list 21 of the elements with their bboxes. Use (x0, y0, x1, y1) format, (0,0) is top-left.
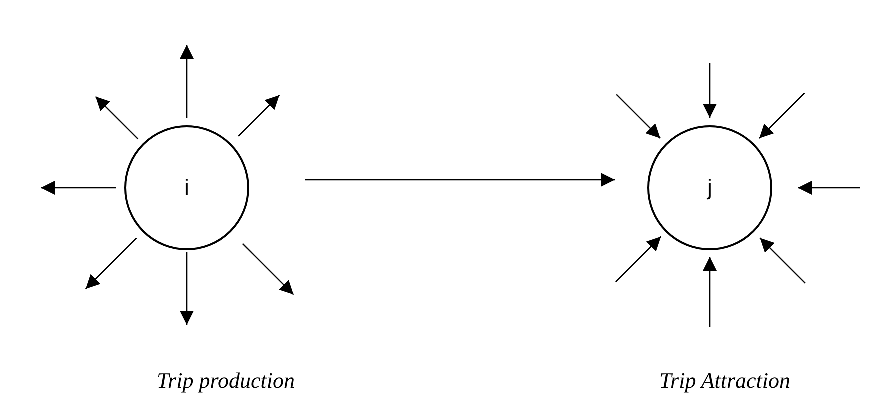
arrow (85, 238, 138, 290)
circle-node (124, 125, 250, 251)
arrow (798, 181, 860, 195)
caption: Trip Attraction (660, 368, 790, 394)
arrow (41, 181, 116, 195)
node-label: j (708, 175, 712, 201)
arrow (616, 94, 661, 139)
arrow (305, 173, 615, 187)
circle-node (647, 125, 773, 251)
arrow (703, 257, 717, 327)
arrow (238, 94, 280, 137)
node-label: i (184, 175, 190, 201)
arrow (242, 243, 294, 296)
arrow (616, 236, 662, 282)
arrow (180, 45, 194, 118)
arrow (180, 252, 194, 325)
arrow (703, 63, 717, 118)
arrow (759, 92, 806, 139)
caption: Trip production (157, 368, 295, 394)
arrow (760, 238, 806, 284)
arrow (95, 96, 139, 140)
